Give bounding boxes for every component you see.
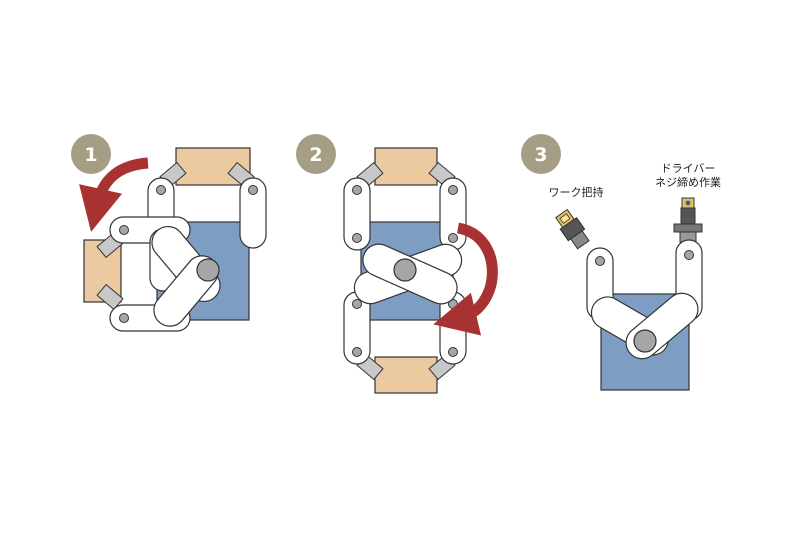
tray-top <box>374 147 438 186</box>
step-2-number: 2 <box>309 144 322 166</box>
screwdriver-tool-icon <box>673 197 703 243</box>
step-3-badge: 3 <box>521 134 561 174</box>
rotate-ccw-arrow-icon <box>79 157 149 232</box>
step-1-panel: 1 <box>71 134 267 332</box>
step-1-badge: 1 <box>71 134 111 174</box>
step-1-number: 1 <box>84 144 97 166</box>
driver-label-line2: ネジ締め作業 <box>655 175 721 189</box>
gripper-label: ワーク把持 <box>549 185 604 199</box>
arm-elbow <box>353 243 463 305</box>
step-3-number: 3 <box>534 144 547 166</box>
step-3-panel: 3 ワーク把持 ドライバー ネジ締め作業 <box>521 134 721 391</box>
driver-label-line1: ドライバー <box>661 162 716 175</box>
arm-elbow <box>151 225 221 327</box>
rotate-cw-arrow-icon <box>433 222 498 336</box>
step-2-badge: 2 <box>296 134 336 174</box>
step-2-panel: 2 <box>296 134 498 394</box>
gripper-tool-icon <box>555 208 590 250</box>
tray-bottom <box>374 356 438 394</box>
arm-elbow <box>590 292 699 360</box>
